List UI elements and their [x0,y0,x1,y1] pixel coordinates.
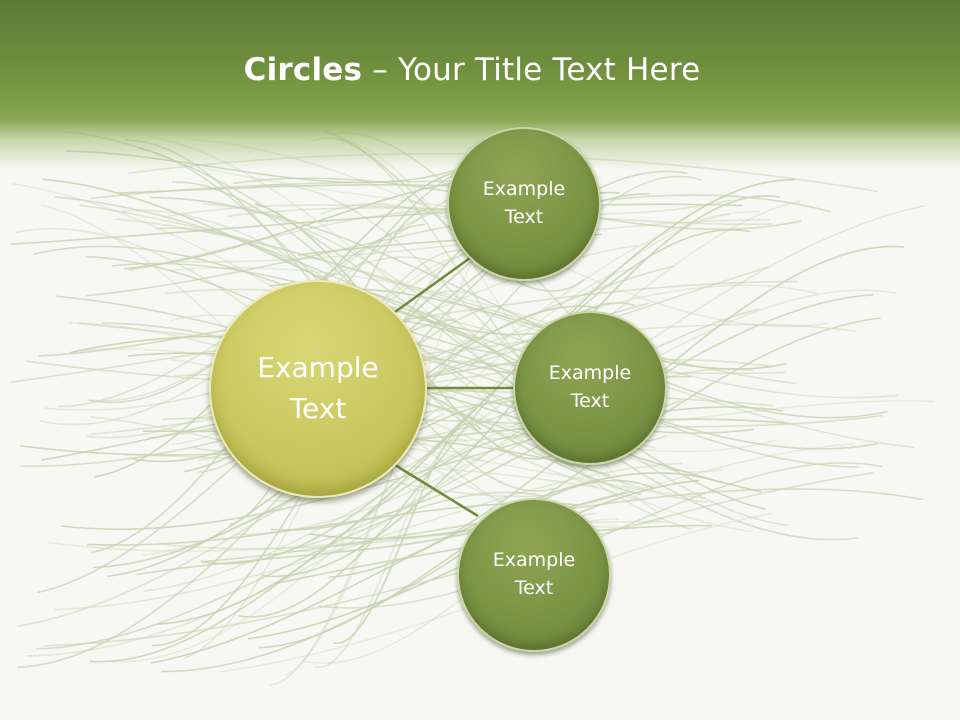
grass-strand [9,280,797,384]
slide-title[interactable]: Circles – Your Title Text Here [0,52,944,88]
satellite-circle-middle-text: Example Text [548,362,632,412]
grass-strand [318,462,883,609]
grass-strand [332,422,482,644]
center-circle-text: Example Text [257,351,379,425]
grass-strand [54,462,683,611]
grass-strand [33,245,500,355]
title-rest-part: – Your Title Text Here [362,52,701,88]
grass-strand [48,520,676,552]
grass-strand [313,438,468,668]
center-circle[interactable]: Example Text [209,280,427,498]
title-bold-part: Circles [243,52,363,88]
grass-strand [202,488,924,563]
satellite-circle-top-text: Example Text [482,178,566,228]
grass-strand [269,337,480,686]
grass-strand [54,196,860,468]
grass-strand [10,203,743,245]
satellite-circle-middle[interactable]: Example Text [513,311,667,465]
grass-strand [200,229,751,565]
grass-strand [42,178,579,336]
grass-strand [149,196,888,419]
satellite-circle-bottom-text: Example Text [492,549,576,599]
grass-strand [108,213,730,663]
grass-strand [80,348,777,453]
connector-line-top [394,256,471,314]
connector-line-bottom [394,463,479,518]
satellite-circle-bottom[interactable]: Example Text [457,498,611,652]
satellite-circle-top[interactable]: Example Text [447,127,601,281]
